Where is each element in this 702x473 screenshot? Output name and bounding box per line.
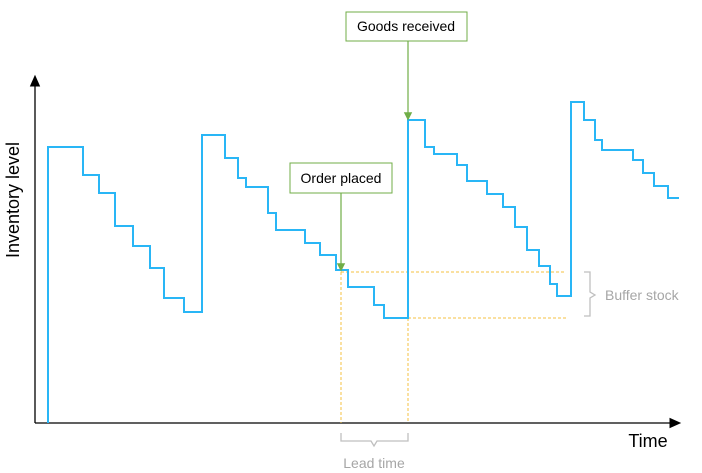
goods-received-label: Goods received — [357, 18, 455, 34]
x-axis-title: Time — [628, 431, 667, 451]
goods-received-callout: Goods received — [345, 11, 468, 121]
lead-time-bracket: Lead time — [340, 433, 409, 471]
order-placed-label: Order placed — [301, 170, 382, 186]
order-placed-box — [289, 162, 393, 194]
goods-received-box — [345, 11, 468, 42]
buffer-stock-label: Buffer stock — [605, 287, 680, 303]
guide-lines — [340, 271, 566, 423]
y-axis-title: Inventory level — [3, 142, 23, 258]
lead-time-brace — [340, 433, 409, 448]
inventory-level-line — [47, 101, 679, 423]
buffer-stock-bracket: Buffer stock — [584, 271, 680, 317]
order-placed-callout: Order placed — [289, 162, 393, 272]
lead-time-label: Lead time — [343, 455, 405, 471]
buffer-stock-brace — [584, 271, 597, 317]
